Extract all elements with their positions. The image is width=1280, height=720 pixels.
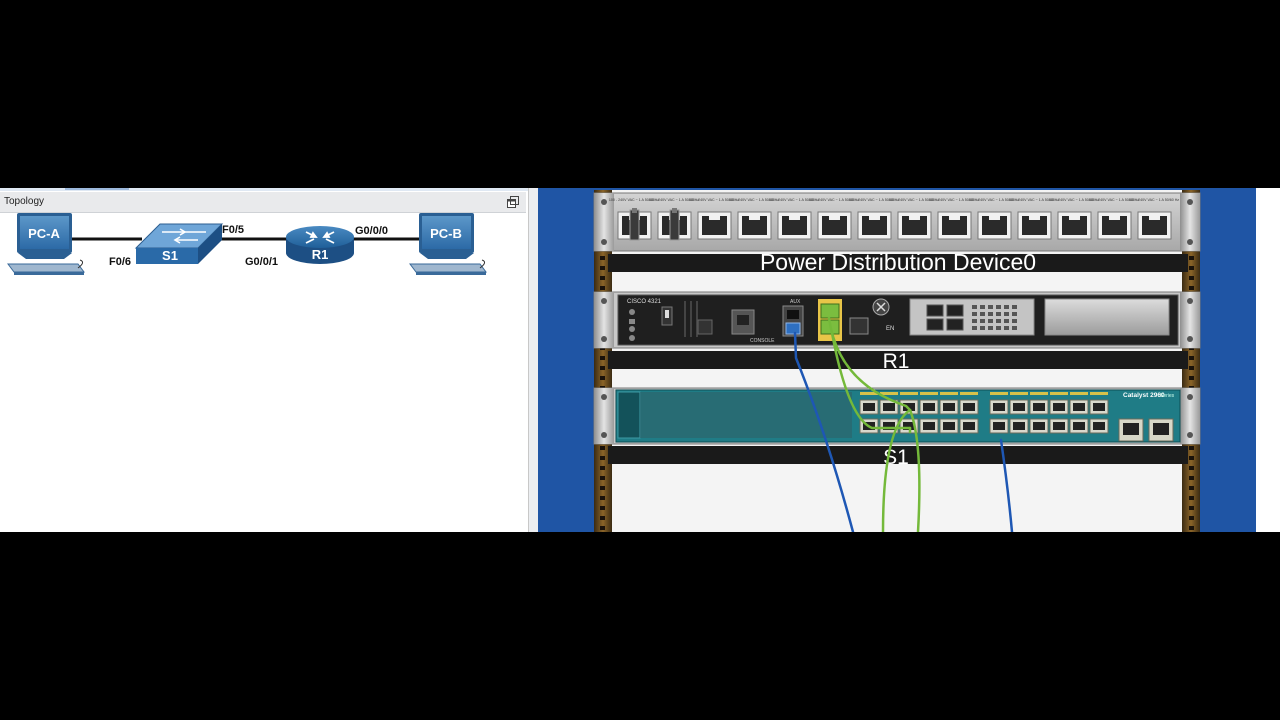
port-label-f05: F0/5 [222, 224, 244, 236]
pdu-outlet-rating: 100 - 240V VAC ~ 1 A 50/60 Hz [729, 198, 779, 202]
r1-chassis[interactable]: CISCO 4321 CONSOLE AUX [593, 291, 1201, 373]
topology-diagram: PC-A S1 [7, 213, 487, 275]
pdu-outlet[interactable]: 100 - 240V VAC ~ 1 A 50/60 Hz [929, 198, 979, 240]
s1-device[interactable]: S1 [134, 223, 224, 264]
pdu-outlet[interactable]: 100 - 240V VAC ~ 1 A 50/60 Hz [809, 198, 859, 240]
pdu-outlet[interactable]: 100 - 240V VAC ~ 1 A 50/60 Hz [889, 198, 939, 240]
r1-label: R1 [312, 247, 329, 262]
tab-strip [0, 188, 528, 191]
pc-a-device[interactable]: PC-A [7, 213, 85, 275]
port-label-g001: G0/0/1 [245, 256, 278, 268]
pdu-outlet-rating: 100 - 240V VAC ~ 1 A 50/60 Hz [889, 198, 939, 202]
pdu-outlet[interactable]: 100 - 240V VAC ~ 1 A 50/60 Hz [1089, 198, 1139, 240]
pdu-outlet-rating: 100 - 240V VAC ~ 1 A 50/60 Hz [929, 198, 979, 202]
pdu-label: Power Distribution Device0 [760, 249, 1036, 275]
r1-blank-slot [1044, 298, 1170, 336]
pdu-outlet[interactable]: 100 - 240V VAC ~ 1 A 50/60 Hz [969, 198, 1019, 240]
pdu-outlet[interactable]: 100 - 240V VAC ~ 1 A 50/60 Hz [609, 198, 659, 241]
r1-model-label: CISCO 4321 [627, 299, 662, 305]
pdu-outlet-rating: 100 - 240V VAC ~ 1 A 50/60 Hz [769, 198, 819, 202]
r1-console-port[interactable] [785, 322, 801, 335]
pdu-outlet[interactable]: 100 - 240V VAC ~ 1 A 50/60 Hz [1049, 198, 1099, 240]
r1-rack-label: R1 [883, 350, 910, 373]
topology-title: Topology [4, 196, 45, 207]
pdu-outlet-rating: 100 - 240V VAC ~ 1 A 50/60 Hz [1089, 198, 1139, 202]
pdu-outlet[interactable]: 100 - 240V VAC ~ 1 A 50/60 Hz [849, 198, 899, 240]
pdu-outlet[interactable]: 100 - 240V VAC ~ 1 A 50/60 Hz [1129, 198, 1179, 240]
cable-r1-g000[interactable] [827, 316, 912, 532]
pdu-outlet-rating: 100 - 240V VAC ~ 1 A 50/60 Hz [969, 198, 1019, 202]
s1-chassis[interactable]: Catalyst 2960 Series S1 [593, 387, 1201, 469]
pdu-outlet-rating: 100 - 240V VAC ~ 1 A 50/60 Hz [849, 198, 899, 202]
s1-series-label: Series [1160, 393, 1175, 399]
pdu-outlet[interactable]: 100 - 240V VAC ~ 1 A 50/60 Hz [649, 198, 699, 241]
pdu-outlet-rating: 100 - 240V VAC ~ 1 A 50/60 Hz [649, 198, 699, 202]
s1-model-label: Catalyst 2960 [1123, 392, 1165, 399]
restore-window-icon[interactable] [506, 195, 520, 209]
pdu-outlet-rating: 100 - 240V VAC ~ 1 A 50/60 Hz [1129, 198, 1179, 202]
rack-cables [793, 316, 1014, 532]
pdu-outlet-rating: 100 - 240V VAC ~ 1 A 50/60 Hz [1009, 198, 1059, 202]
pc-b-device[interactable]: PC-B [409, 213, 487, 275]
pdu-outlet-rating: 100 - 240V VAC ~ 1 A 50/60 Hz [1049, 198, 1099, 202]
pdu-outlet[interactable]: 100 - 240V VAC ~ 1 A 50/60 Hz [1009, 198, 1059, 240]
rack-rail-left [594, 190, 612, 532]
main-content: Topology [0, 188, 1280, 532]
port-label-f06: F0/6 [109, 256, 131, 268]
pdu-outlet[interactable]: 100 - 240V VAC ~ 1 A 50/60 Hz [689, 198, 739, 240]
pdu-outlet-rating: 100 - 240V VAC ~ 1 A 50/60 Hz [689, 198, 739, 202]
r1-console-label: CONSOLE [750, 338, 775, 344]
cable-r1-g001[interactable] [830, 331, 912, 430]
pdu-outlet-rating: 100 - 240V VAC ~ 1 A 50/60 Hz [609, 198, 659, 202]
pdu-outlet[interactable]: 100 - 240V VAC ~ 1 A 50/60 Hz [729, 198, 779, 240]
pc-b-label: PC-B [430, 226, 462, 241]
port-label-g000: G0/0/0 [355, 225, 388, 237]
s1-led-panel [617, 391, 641, 439]
console-cable[interactable] [793, 331, 855, 532]
topology-pane: Topology [0, 188, 529, 532]
cable-s1-f06[interactable] [908, 408, 921, 532]
topology-header: Topology [0, 192, 526, 213]
pdu-outlet[interactable]: 100 - 240V VAC ~ 1 A 50/60 Hz [769, 198, 819, 240]
r1-en-label: EN [886, 326, 894, 332]
r1-aux-label: AUX [790, 299, 801, 305]
pc-a-label: PC-A [28, 226, 60, 241]
r1-device[interactable]: R1 [286, 226, 354, 264]
pdu-outlet-rating: 100 - 240V VAC ~ 1 A 50/60 Hz [809, 198, 859, 202]
pc-b-cable[interactable] [999, 438, 1014, 532]
s1-label: S1 [162, 248, 178, 263]
